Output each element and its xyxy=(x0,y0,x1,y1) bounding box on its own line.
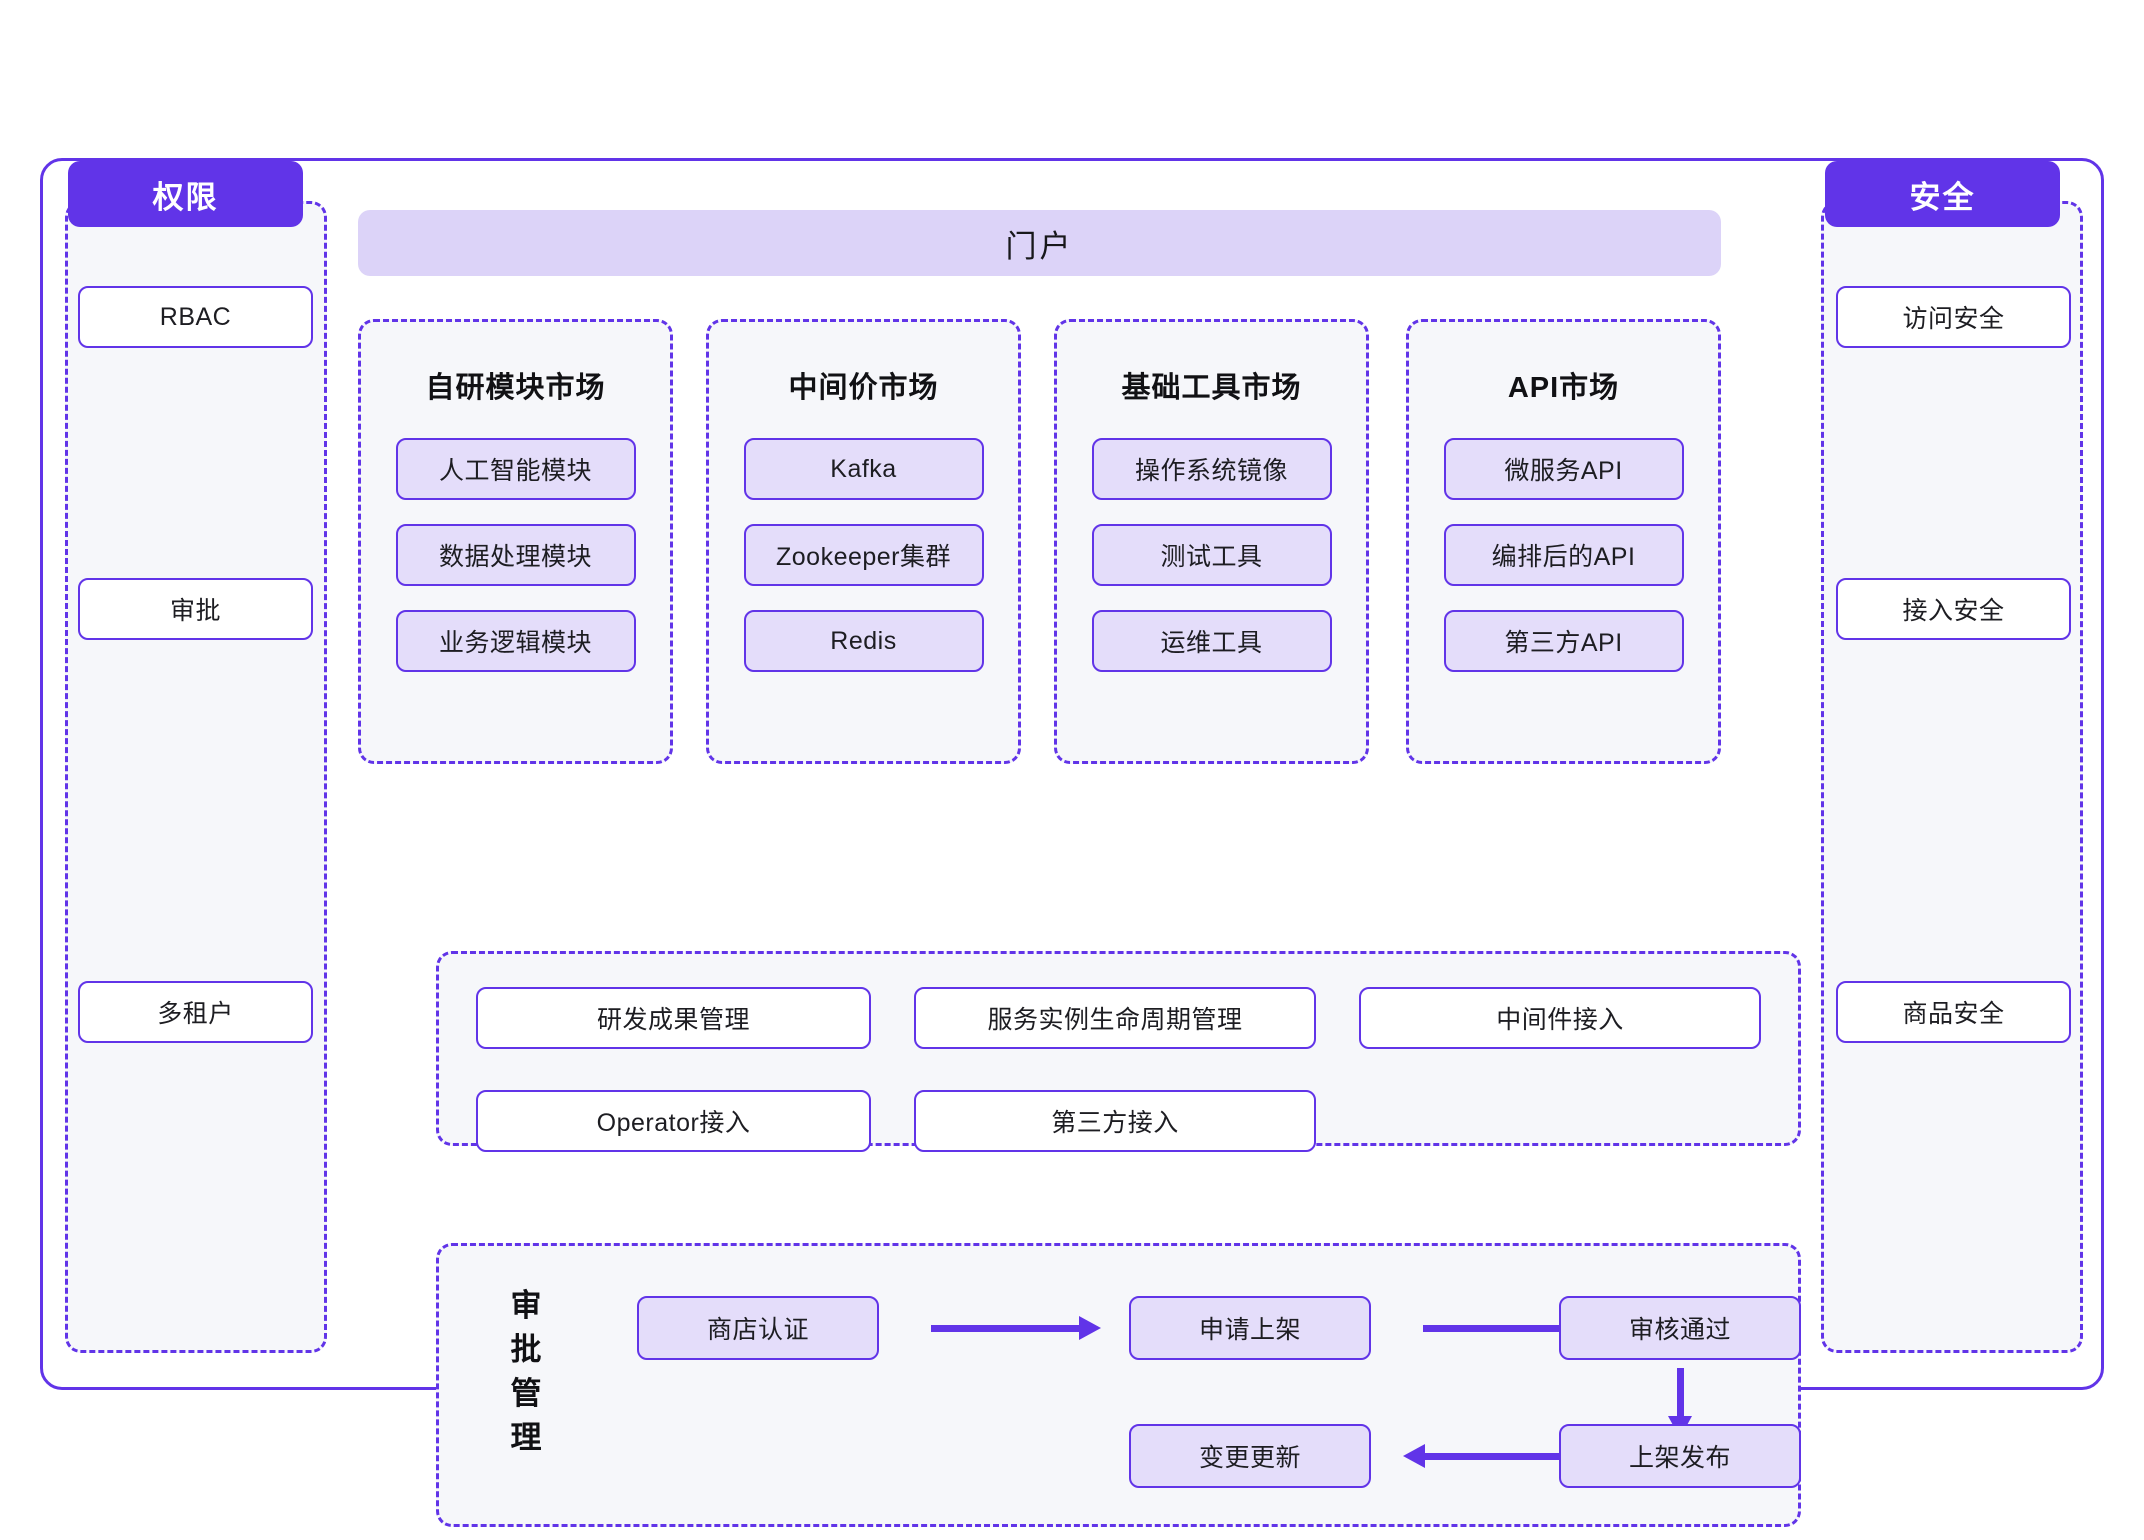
flow-arrow-right-1 xyxy=(931,1316,1101,1340)
market-title: 自研模块市场 xyxy=(425,372,606,404)
capability-middleware-access[interactable]: 中间件接入 xyxy=(1359,987,1761,1049)
capability-panel: 研发成果管理 服务实例生命周期管理 中间件接入 Operator接入 第三方接入 xyxy=(436,951,1801,1152)
flow-step-publish-listing[interactable]: 上架发布 xyxy=(1559,1424,1801,1488)
flow-step-review-passed[interactable]: 审核通过 xyxy=(1559,1296,1801,1360)
capability-operator-access[interactable]: Operator接入 xyxy=(476,1090,871,1152)
arrowhead-left-icon xyxy=(1403,1444,1425,1468)
flow-arrow-down xyxy=(1668,1368,1692,1438)
market-item[interactable]: Redis xyxy=(743,610,984,672)
market-title: 中间价市场 xyxy=(788,372,939,404)
market-item[interactable]: 微服务API xyxy=(1443,438,1684,500)
security-item-access[interactable]: 访问安全 xyxy=(1836,286,2071,348)
market-item[interactable]: 操作系统镜像 xyxy=(1091,438,1332,500)
architecture-diagram-frame: 权限 RBAC 审批 多租户 安全 访问安全 接入安全 商品安全 门户 自研模块… xyxy=(40,158,2104,1527)
security-item-product[interactable]: 商品安全 xyxy=(1836,981,2071,1043)
capability-thirdparty-access[interactable]: 第三方接入 xyxy=(914,1090,1316,1152)
market-title: 基础工具市场 xyxy=(1121,372,1302,404)
flow-step-apply-listing[interactable]: 申请上架 xyxy=(1129,1296,1371,1360)
market-item[interactable]: 第三方API xyxy=(1443,610,1684,672)
portal-header: 门户 xyxy=(358,210,1721,276)
market-column-middleware: 中间价市场 Kafka Zookeeper集群 Redis xyxy=(706,319,1021,764)
market-item[interactable]: 业务逻辑模块 xyxy=(395,610,636,672)
market-column-base-tools: 基础工具市场 操作系统镜像 测试工具 运维工具 xyxy=(1054,319,1369,764)
permissions-item-approval[interactable]: 审批 xyxy=(78,578,313,640)
market-item[interactable]: 编排后的API xyxy=(1443,524,1684,586)
arrowhead-right-icon xyxy=(1079,1316,1101,1340)
market-item[interactable]: Kafka xyxy=(743,438,984,500)
security-column xyxy=(1821,201,2083,1353)
market-item[interactable]: 测试工具 xyxy=(1091,524,1332,586)
market-column-self-developed: 自研模块市场 人工智能模块 数据处理模块 业务逻辑模块 xyxy=(358,319,673,764)
flow-step-store-certification[interactable]: 商店认证 xyxy=(637,1296,879,1360)
flow-arrow-right-2 xyxy=(1423,1316,1593,1340)
market-title: API市场 xyxy=(1507,372,1620,404)
permissions-header: 权限 xyxy=(68,161,303,227)
security-header: 安全 xyxy=(1825,161,2060,227)
permissions-column xyxy=(65,201,327,1353)
market-item[interactable]: 数据处理模块 xyxy=(395,524,636,586)
market-column-api: API市场 微服务API 编排后的API 第三方API xyxy=(1406,319,1721,764)
flow-step-change-update[interactable]: 变更更新 xyxy=(1129,1424,1371,1488)
approval-panel-label: 审批管理 xyxy=(510,1288,542,1456)
market-item[interactable]: 人工智能模块 xyxy=(395,438,636,500)
capability-rd-asset-management[interactable]: 研发成果管理 xyxy=(476,987,871,1049)
permissions-item-rbac[interactable]: RBAC xyxy=(78,286,313,348)
capability-service-lifecycle[interactable]: 服务实例生命周期管理 xyxy=(914,987,1316,1049)
market-item[interactable]: Zookeeper集群 xyxy=(743,524,984,586)
market-item[interactable]: 运维工具 xyxy=(1091,610,1332,672)
security-item-connection[interactable]: 接入安全 xyxy=(1836,578,2071,640)
flow-arrow-left-1 xyxy=(1403,1444,1573,1468)
approval-panel: 审批管理 商店认证 申请上架 审核通过 变更更新 上架发布 xyxy=(436,1243,1801,1527)
permissions-item-multitenant[interactable]: 多租户 xyxy=(78,981,313,1043)
